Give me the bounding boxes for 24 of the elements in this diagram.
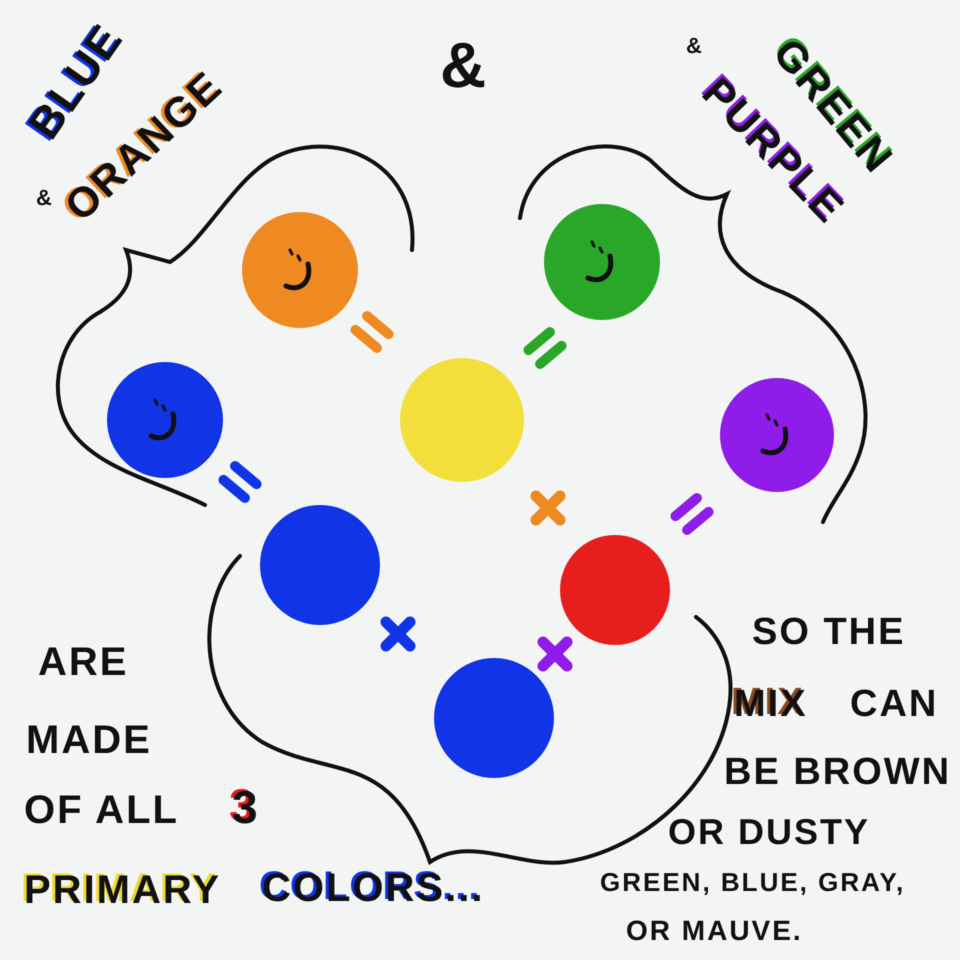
handwritten-text: GREEN, BLUE, GRAY,: [600, 868, 906, 897]
handwritten-text: ARE: [38, 640, 128, 684]
smiley-face: [720, 378, 834, 492]
handwritten-text: OR DUSTY: [668, 812, 870, 852]
paint-dot: [434, 658, 554, 778]
handwritten-text: COLORS...: [262, 866, 484, 910]
handwritten-text: OR MAUVE.: [626, 916, 803, 947]
handwritten-text: &: [36, 186, 54, 210]
handwritten-text: BE BROWN: [724, 752, 952, 794]
paint-dot: [560, 535, 670, 645]
smiley-face: [242, 212, 358, 328]
handwritten-text: MADE: [26, 718, 152, 762]
handwritten-text: 3: [232, 782, 260, 833]
smiley-face: [544, 204, 660, 320]
smiley-face: [107, 362, 223, 478]
paint-dot: [260, 505, 380, 625]
handwritten-text: SO THE: [752, 612, 906, 654]
handwritten-text: OF ALL: [24, 788, 179, 832]
handwritten-text: CAN: [850, 684, 938, 726]
handwritten-text: PRIMARY: [24, 868, 221, 912]
handwritten-text: &: [440, 30, 488, 100]
paint-dot: [400, 358, 524, 482]
handwritten-text: MIX: [734, 684, 808, 726]
handwritten-text: &: [686, 34, 704, 58]
